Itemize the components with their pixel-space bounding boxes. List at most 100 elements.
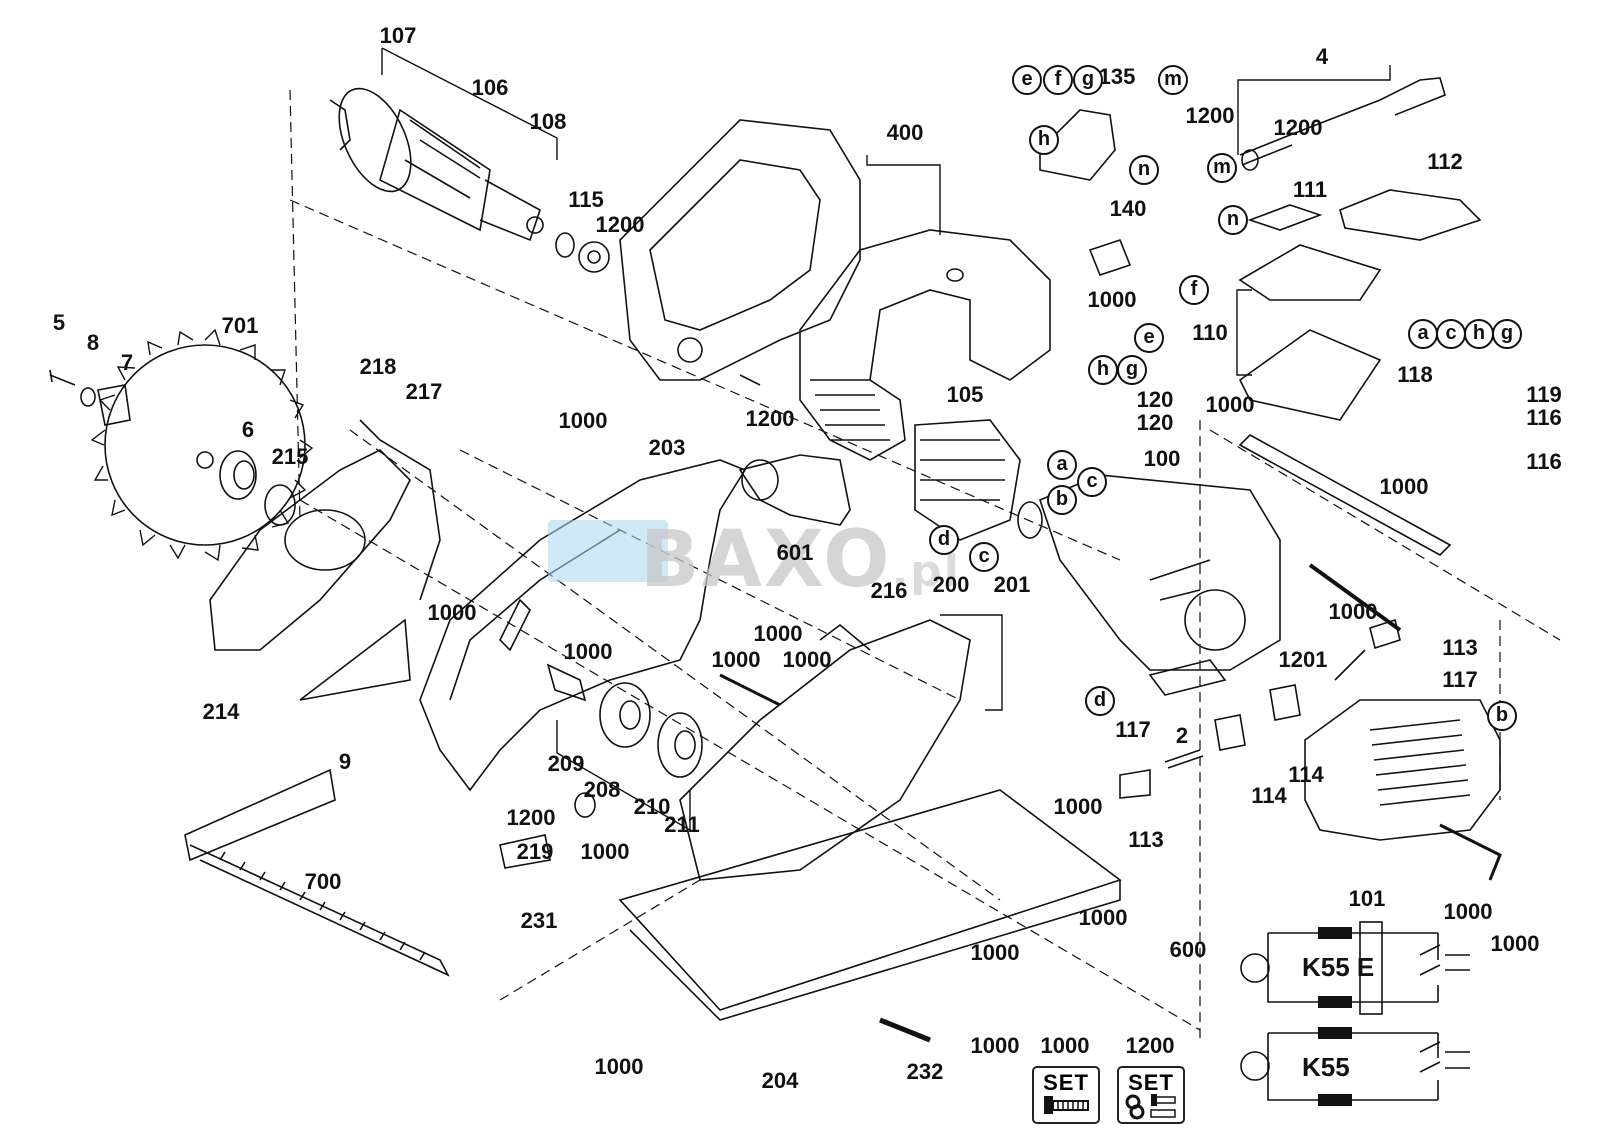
part-label: 112 [1427,149,1463,174]
part-label: 7 [120,350,134,375]
wire-marker: h [1464,319,1494,349]
part-label: 232 [906,1059,944,1084]
carbon-brushes-113 [1119,618,1401,799]
part-label: 1200 [1273,115,1323,140]
part-label: 1000 [970,940,1020,965]
part-label: 107 [379,23,417,48]
part-label: 214 [202,699,240,724]
part-label: 1000 [1490,931,1540,956]
part-label: 600 [1169,937,1207,962]
watermark-brand: BAXO [640,515,892,605]
handle-housing [799,229,1051,461]
part-label: 8 [86,330,100,355]
wire-marker: c [1436,319,1466,349]
part-label: 1201 [1278,647,1328,672]
set-box-1000: SET [1032,1066,1100,1124]
wire-marker: e [1134,323,1164,353]
part-label: 111 [1292,177,1328,202]
pin-219 [499,834,551,869]
spring-216 [819,623,871,651]
hex-key-600 [1439,823,1502,881]
circuit-windings [1318,927,1352,1106]
wire-marker: f [1043,65,1073,95]
pin-232 [879,1017,931,1043]
part-label: 200 [932,572,970,597]
suppressor-140 [1088,239,1132,276]
guide-rod [1238,434,1452,556]
part-label: 1000 [753,621,803,646]
part-label: 210 [633,794,671,819]
part-label: 135 [1098,64,1136,89]
part-label: 1000 [1053,794,1103,819]
part-label: 6 [241,417,255,442]
part-label: 4 [1315,44,1329,69]
stator-field-105 [914,419,1021,541]
motor-housing-100 [1017,474,1281,671]
wire-marker: h [1088,355,1118,385]
watermark-text: BAXO.pl [640,515,961,605]
part-label: 1000 [1443,899,1493,924]
part-label: 1200 [595,212,645,237]
part-label: 118 [1397,362,1433,387]
part-label: 1000 [580,839,630,864]
set-box-number: 1200 [1125,1033,1175,1058]
screw-1000 [719,673,781,707]
part-label: 209 [547,751,585,776]
wire-marker: a [1408,319,1438,349]
circuit-k55e [1240,921,1470,1015]
part-label: 1200 [1185,103,1235,128]
part-label: 700 [304,869,342,894]
wire-marker: b [1487,701,1517,731]
part-label: 400 [886,120,924,145]
switch-cover-112 [1339,189,1482,241]
part-label: 208 [583,777,621,802]
part-label: 231 [520,908,558,933]
part-label: 119 [1526,382,1562,407]
set-box-label: SET [1043,1070,1089,1095]
part-label: 1000 [711,647,761,672]
washer-8 [80,387,96,407]
armature-106 [329,87,610,273]
part-label: 211 [664,812,700,837]
flange-7 [97,384,131,426]
part-label: 1200 [745,406,795,431]
part-label: 2 [1175,723,1189,748]
screw-set-icon [1044,1096,1089,1114]
wire-marker: g [1117,355,1147,385]
part-label: 203 [648,435,686,460]
watermark-logo [548,520,668,582]
wire-marker: g [1073,65,1103,95]
wire-marker: n [1129,155,1159,185]
wire-marker: c [969,542,999,572]
wire-marker: m [1158,65,1188,95]
part-label: 120 [1136,410,1174,435]
bushing-1200 [574,792,596,818]
housing-400 [619,119,861,386]
flange-6 [219,450,257,500]
wire-marker: m [1207,153,1237,183]
brush-holders-114 [1214,684,1301,751]
part-label: 5 [52,310,66,335]
washer-pin-set-icon [1125,1094,1176,1120]
blade-guard-214 [209,419,441,651]
part-label: 113 [1128,827,1164,852]
label-plate-2 [1148,659,1227,696]
power-cord-4 [1239,77,1446,171]
part-label: 601 [776,540,814,565]
wire-marker: d [929,525,959,555]
wire-marker: n [1218,205,1248,235]
part-label: 116 [1526,405,1562,430]
part-label: 106 [471,75,509,100]
part-label: 1000 [1087,287,1137,312]
wire-marker: e [1012,65,1042,95]
switch-110 [1238,244,1382,421]
part-label: 217 [405,379,443,404]
wire-marker: c [1077,467,1107,497]
long-screw [1308,563,1402,632]
part-label: 1000 [1205,392,1255,417]
rip-fence-700 [184,768,450,977]
part-label: 100 [1143,446,1181,471]
wire-marker: g [1492,319,1522,349]
